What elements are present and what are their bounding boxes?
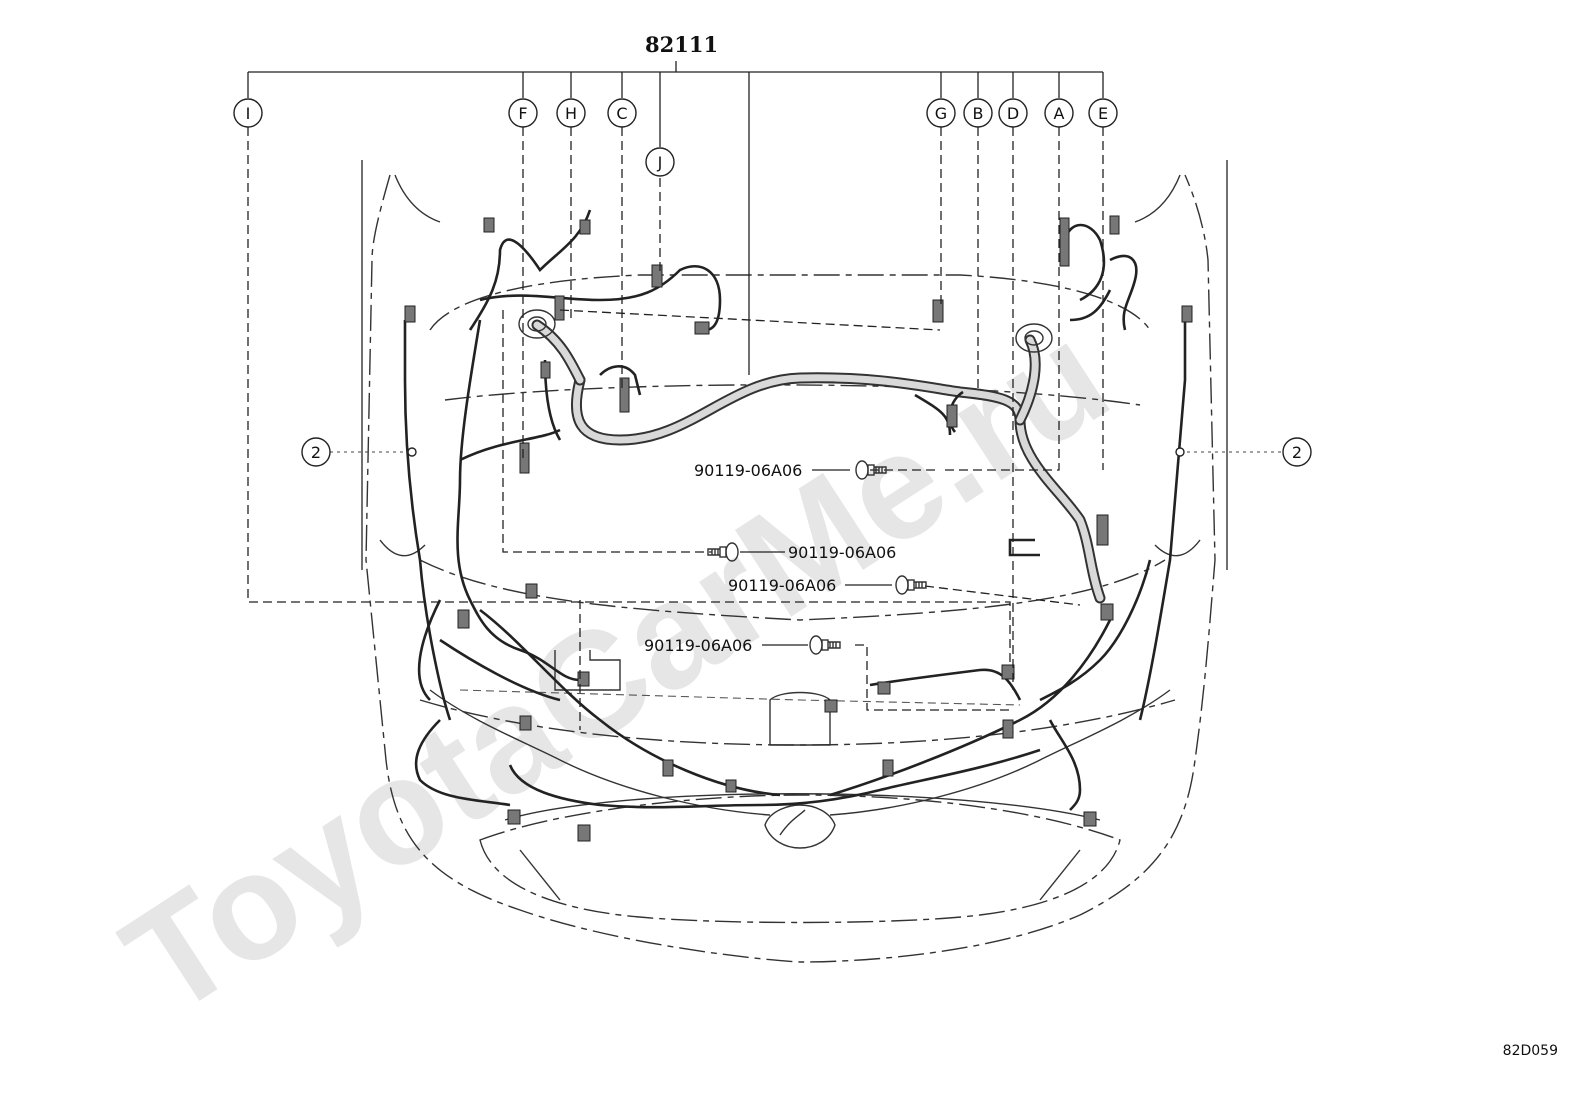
bolt-icon xyxy=(707,542,739,562)
connector xyxy=(1083,811,1097,827)
svg-text:2: 2 xyxy=(311,443,321,462)
callout-A: A xyxy=(1044,98,1074,128)
connector xyxy=(540,361,551,379)
svg-text:D: D xyxy=(1007,104,1019,123)
connector xyxy=(619,377,630,413)
connector xyxy=(1100,603,1114,621)
connector xyxy=(554,295,565,321)
callout-G: G xyxy=(926,98,956,128)
connector xyxy=(483,217,495,233)
part-number-label: 82111 xyxy=(645,32,718,57)
svg-text:I: I xyxy=(246,104,251,123)
connector xyxy=(725,779,737,793)
svg-text:G: G xyxy=(935,104,947,123)
bolt-icon xyxy=(809,635,841,655)
svg-text:C: C xyxy=(616,104,627,123)
connector xyxy=(457,609,470,629)
bolt-part-label: 90119-06A06 xyxy=(728,576,836,595)
svg-text:E: E xyxy=(1098,104,1108,123)
connector xyxy=(1109,215,1120,235)
svg-text:B: B xyxy=(973,104,984,123)
connector xyxy=(824,699,838,713)
reference-code: 82D059 xyxy=(1502,1043,1558,1059)
callout-H: H xyxy=(556,98,586,128)
callout-2-right: 2 xyxy=(1282,437,1312,467)
callout-J: J xyxy=(645,147,675,177)
connector xyxy=(1181,305,1193,323)
connector xyxy=(932,299,944,323)
bolt-labels: 90119-06A06 90119-06A06 90119-06A06 9011… xyxy=(644,461,896,655)
connector xyxy=(882,759,894,777)
svg-text:A: A xyxy=(1054,104,1065,123)
watermark: ToyotaCarMe.ru xyxy=(96,290,1136,1047)
svg-text:F: F xyxy=(518,104,527,123)
bolt-icon xyxy=(895,575,927,595)
connector xyxy=(519,442,530,474)
connector xyxy=(877,681,891,695)
bolt-part-label: 90119-06A06 xyxy=(788,543,896,562)
connector xyxy=(404,305,416,323)
callout-I: I xyxy=(233,98,263,128)
branch-wires xyxy=(403,209,1187,811)
main-harness xyxy=(518,309,1106,604)
connector xyxy=(577,824,591,842)
bolt-part-label: 90119-06A06 xyxy=(644,636,752,655)
callout-D: D xyxy=(998,98,1028,128)
bolts xyxy=(707,460,927,655)
callout-F: F xyxy=(508,98,538,128)
connector xyxy=(579,219,591,235)
svg-text:2: 2 xyxy=(1292,443,1302,462)
svg-text:H: H xyxy=(565,104,577,123)
bolt-icon xyxy=(855,460,887,480)
connector xyxy=(694,321,710,335)
connector xyxy=(507,809,521,825)
connector xyxy=(662,759,674,777)
connector xyxy=(1059,217,1070,267)
connector xyxy=(519,715,532,731)
connector xyxy=(1096,514,1109,546)
leader-lines xyxy=(247,61,1283,730)
connectors xyxy=(404,215,1193,842)
bolt-part-label: 90119-06A06 xyxy=(694,461,802,480)
callout-C: C xyxy=(607,98,637,128)
callouts: I F H C J G B D A E 2 2 xyxy=(233,98,1312,467)
connector xyxy=(651,264,663,288)
callout-2-left: 2 xyxy=(301,437,331,467)
callout-B: B xyxy=(963,98,993,128)
watermark-text: ToyotaCarMe.ru xyxy=(96,290,1136,1047)
connector xyxy=(525,583,538,599)
connector xyxy=(1001,664,1015,680)
connector xyxy=(577,671,590,687)
connector xyxy=(1002,719,1014,739)
svg-text:J: J xyxy=(657,153,663,172)
connector xyxy=(946,404,958,428)
callout-E: E xyxy=(1088,98,1118,128)
